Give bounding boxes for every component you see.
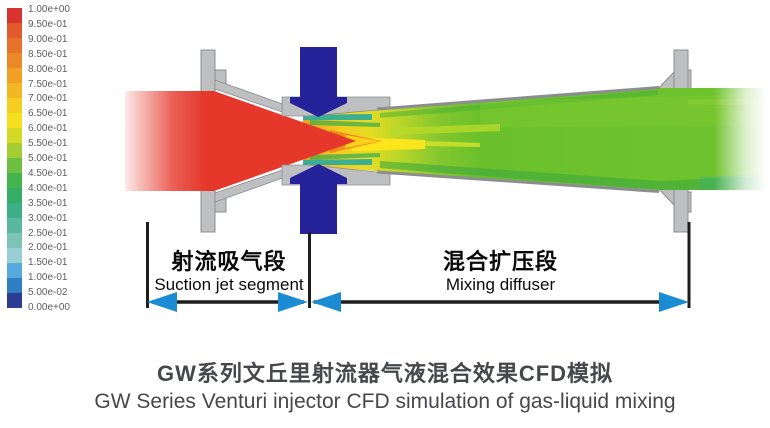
jet-tail: [330, 130, 382, 153]
colorbar-swatches: [7, 8, 22, 308]
colorbar-swatch: [7, 293, 22, 308]
colorbar-label: 3.00e-01: [28, 212, 68, 224]
colorbar-label: 0.00e+00: [28, 302, 70, 313]
dimension-lines: [146, 222, 691, 308]
colorbar-swatch: [7, 113, 22, 128]
suction-segment-label: 射流吸气段 Suction jet segment: [145, 250, 313, 294]
colorbar-swatch: [7, 248, 22, 263]
suction-segment-label-zh: 射流吸气段: [171, 249, 287, 274]
colorbar-label: 5.00e-02: [28, 287, 68, 299]
colorbar-label: 7.00e-01: [28, 93, 68, 105]
colorbar-label: 5.50e-01: [28, 138, 68, 150]
colorbar-label: 9.50e-01: [28, 18, 68, 30]
colorbar-label: 9.00e-01: [28, 33, 68, 45]
colorbar-label: 8.00e-01: [28, 63, 68, 75]
arrowhead-left-icon: [311, 292, 341, 312]
arrowhead-right-icon: [659, 292, 689, 312]
colorbar-label: 4.50e-01: [28, 167, 68, 179]
caption-zh: GW系列文丘里射流器气液混合效果CFD模拟: [156, 361, 614, 386]
diffuser-segment-label: 混合扩压段 Mixing diffuser: [312, 250, 689, 294]
diffuser-segment-label-en: Mixing diffuser: [445, 275, 556, 294]
colorbar-swatch: [7, 38, 22, 53]
colorbar-swatch: [7, 188, 22, 203]
colorbar-label: 3.50e-01: [28, 197, 68, 209]
arrowhead-left-icon: [147, 292, 177, 312]
diffuser-segment-label-zh: 混合扩压段: [442, 249, 558, 274]
jet-cone: [214, 91, 356, 191]
colorbar-swatch: [7, 158, 22, 173]
measure-arrows: [147, 292, 689, 312]
colorbar-swatch: [7, 278, 22, 293]
suction-ports: [290, 47, 347, 234]
colorbar-swatch: [7, 23, 22, 38]
colorbar-labels: 1.00e+00 9.50e-01 9.00e-01 8.50e-01 8.00e-01…: [28, 4, 88, 320]
colorbar-label: 1.50e-01: [28, 257, 68, 269]
figure-caption: GW系列文丘里射流器气液混合效果CFD模拟 GW Series Venturi …: [0, 360, 770, 415]
colorbar-swatch: [7, 68, 22, 83]
colorbar-label: 7.50e-01: [28, 78, 68, 90]
suction-port-top: [290, 47, 347, 117]
suction-segment-label-en: Suction jet segment: [154, 275, 304, 294]
colorbar-swatch: [7, 128, 22, 143]
colorbar-swatch: [7, 218, 22, 233]
colorbar-swatch: [7, 143, 22, 158]
diffuser-walls: [376, 86, 660, 193]
colorbar-label: 6.00e-01: [28, 123, 68, 135]
colorbar-swatch: [7, 98, 22, 113]
colorbar-label: 5.00e-01: [28, 153, 68, 164]
colorbar-label: 8.50e-01: [28, 48, 68, 60]
colorbar-legend: 1.00e+00 9.50e-01 9.00e-01 8.50e-01 8.00e-01…: [0, 0, 90, 320]
arrowhead-right-icon: [278, 292, 308, 312]
colorbar-label: 6.50e-01: [28, 108, 68, 120]
inlet-flow: [125, 91, 215, 191]
colorbar-swatch: [7, 8, 22, 23]
colorbar-swatch: [7, 263, 22, 278]
colorbar-swatch: [7, 233, 22, 248]
caption-en: GW Series Venturi injector CFD simulatio…: [94, 390, 676, 413]
colorbar-swatch: [7, 173, 22, 188]
colorbar-swatch: [7, 53, 22, 68]
colorbar-label: 2.50e-01: [28, 227, 68, 239]
outflow-fade: [714, 84, 770, 196]
suction-port-bottom: [290, 164, 347, 234]
colorbar-swatch: [7, 203, 22, 218]
colorbar-label: 1.00e+00: [28, 4, 70, 15]
colorbar-label: 4.00e-01: [28, 182, 68, 194]
colorbar-label: 1.00e-01: [28, 272, 68, 284]
colorbar-swatch: [7, 83, 22, 98]
colorbar-label: 2.00e-01: [28, 242, 68, 254]
